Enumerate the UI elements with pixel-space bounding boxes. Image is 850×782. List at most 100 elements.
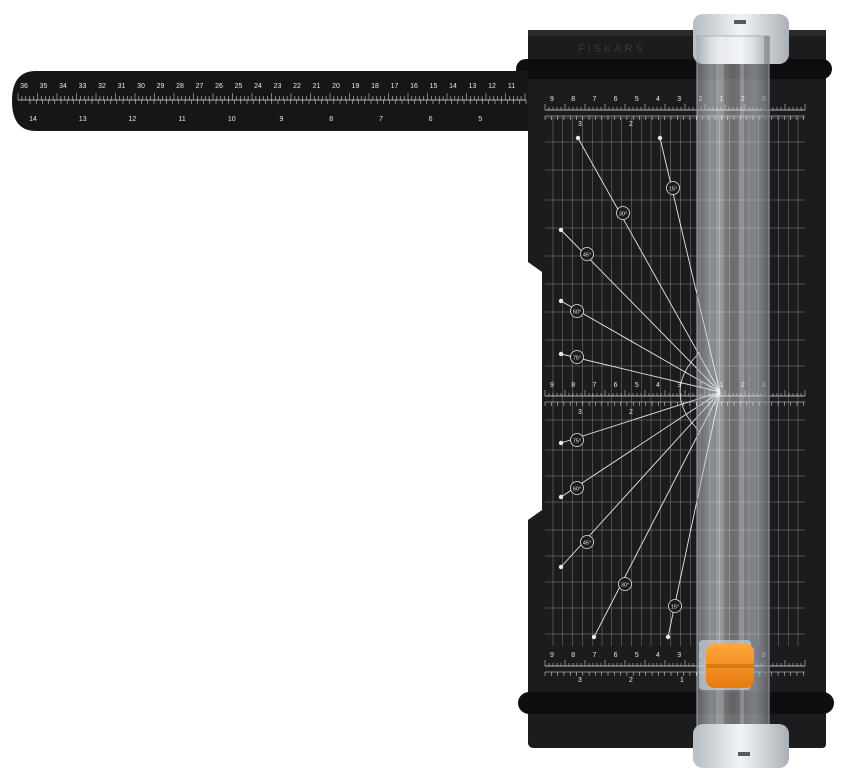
angle-label: 75° [573, 438, 581, 444]
angle-guides: 15°30°45°60°75°75°60°45°30°15° [558, 135, 721, 640]
angle-dot [665, 634, 671, 640]
arm-cm-label: 33 [79, 83, 87, 90]
angle-label: 60° [573, 486, 581, 492]
board-cm-label: 6 [614, 96, 618, 103]
angle-dot [558, 564, 564, 570]
board-cm-label: 3 [677, 96, 681, 103]
angle-line [560, 391, 721, 498]
board-cm-label: 6 [614, 652, 618, 659]
angle-badge [570, 433, 584, 447]
arm-cm-label: 19 [352, 83, 360, 90]
angle-line [560, 353, 721, 393]
board-cm-label: 7 [592, 652, 596, 659]
board-cm-label: 3 [677, 382, 681, 389]
arm-cm-label: 12 [488, 83, 496, 90]
board-inch-label: 2 [629, 409, 633, 416]
arm-inch-label: 9 [280, 116, 284, 123]
angle-badge [616, 206, 630, 220]
arm-cm-label: 24 [254, 83, 262, 90]
angle-label: 15° [669, 186, 677, 192]
arm-cm-label: 13 [469, 83, 477, 90]
angle-badge [580, 535, 594, 549]
arm-inch-label: 12 [129, 116, 137, 123]
arm-cm-label: 22 [293, 83, 301, 90]
board-cm-label: 8 [571, 382, 575, 389]
board-cm-label: 4 [656, 382, 660, 389]
angle-badge [570, 304, 584, 318]
bottom-clamp-bar [518, 692, 834, 714]
board-cm-label: 9 [550, 96, 554, 103]
board-inch-label: 1 [680, 677, 684, 684]
arm-inch-label: 8 [329, 116, 333, 123]
arm-cm-label: 30 [137, 83, 145, 90]
board-cm-label: 9 [550, 382, 554, 389]
arm-cm-label: 36 [20, 83, 28, 90]
board-cm-label: 5 [635, 382, 639, 389]
arm-cm-label: 29 [157, 83, 165, 90]
arm-cm-label: 34 [59, 83, 67, 90]
angle-line [560, 391, 721, 444]
angle-line [577, 137, 721, 393]
board-inch-label: 3 [578, 121, 582, 128]
board-inch-label: 3 [578, 409, 582, 416]
angle-badge [570, 481, 584, 495]
board-cm-label: 6 [614, 382, 618, 389]
board-cm-label: 7 [592, 382, 596, 389]
board-cm-label: 8 [571, 96, 575, 103]
arm-cm-label: 15 [430, 83, 438, 90]
arm-inch-label: 13 [79, 116, 87, 123]
arm-cm-label: 25 [235, 83, 243, 90]
arm-cm-label: 28 [176, 83, 184, 90]
arm-cm-label: 11 [508, 83, 515, 90]
arm-cm-label: 16 [410, 83, 418, 90]
board-inch-label: 2 [629, 121, 633, 128]
angle-label: 60° [573, 309, 581, 315]
arm-cm-label: 35 [40, 83, 48, 90]
arm-inch-label: 11 [178, 116, 185, 123]
cutting-rail [693, 14, 789, 768]
arm-cm-label: 26 [215, 83, 223, 90]
board-cm-label: 5 [635, 652, 639, 659]
angle-dot [558, 440, 564, 446]
board-cm-label: 4 [656, 96, 660, 103]
arm-cm-label: 31 [118, 83, 126, 90]
brand-logo: FISKARS [578, 43, 646, 55]
board-cm-label: 7 [592, 96, 596, 103]
angle-dot [575, 135, 581, 141]
rail-bottom-cap [693, 724, 789, 768]
angle-label: 45° [583, 540, 591, 546]
board-cm-label: 8 [571, 652, 575, 659]
board-cm-label: 4 [656, 652, 660, 659]
arm-inch-label: 14 [29, 116, 37, 123]
arm-cm-label: 23 [274, 83, 282, 90]
arm-cm-label: 18 [371, 83, 379, 90]
board-inch-label: 3 [578, 677, 582, 684]
angle-badge [666, 181, 680, 195]
angle-dot [558, 351, 564, 357]
arm-cm-label: 14 [449, 83, 457, 90]
angle-dot [558, 227, 564, 233]
angle-badge [618, 577, 632, 591]
angle-badge [570, 350, 584, 364]
arm-cm-label: 21 [313, 83, 321, 90]
angle-label: 30° [621, 582, 629, 588]
arm-inch-label: 10 [228, 116, 236, 123]
angle-dot [558, 298, 564, 304]
board-inch-label: 2 [629, 677, 633, 684]
arm-inch-label: 6 [429, 116, 433, 123]
angle-label: 75° [573, 355, 581, 361]
angle-label: 15° [671, 604, 679, 610]
board-cm-label: 9 [550, 652, 554, 659]
angle-arc [679, 351, 701, 433]
arm-cm-label: 20 [332, 83, 340, 90]
angle-badge [580, 247, 594, 261]
angle-label: 45° [583, 252, 591, 258]
blade-handle[interactable] [699, 640, 754, 690]
board-cm-label: 3 [677, 652, 681, 659]
arm-inch-label: 7 [379, 116, 383, 123]
board-cm-label: 5 [635, 96, 639, 103]
angle-line [560, 300, 721, 393]
